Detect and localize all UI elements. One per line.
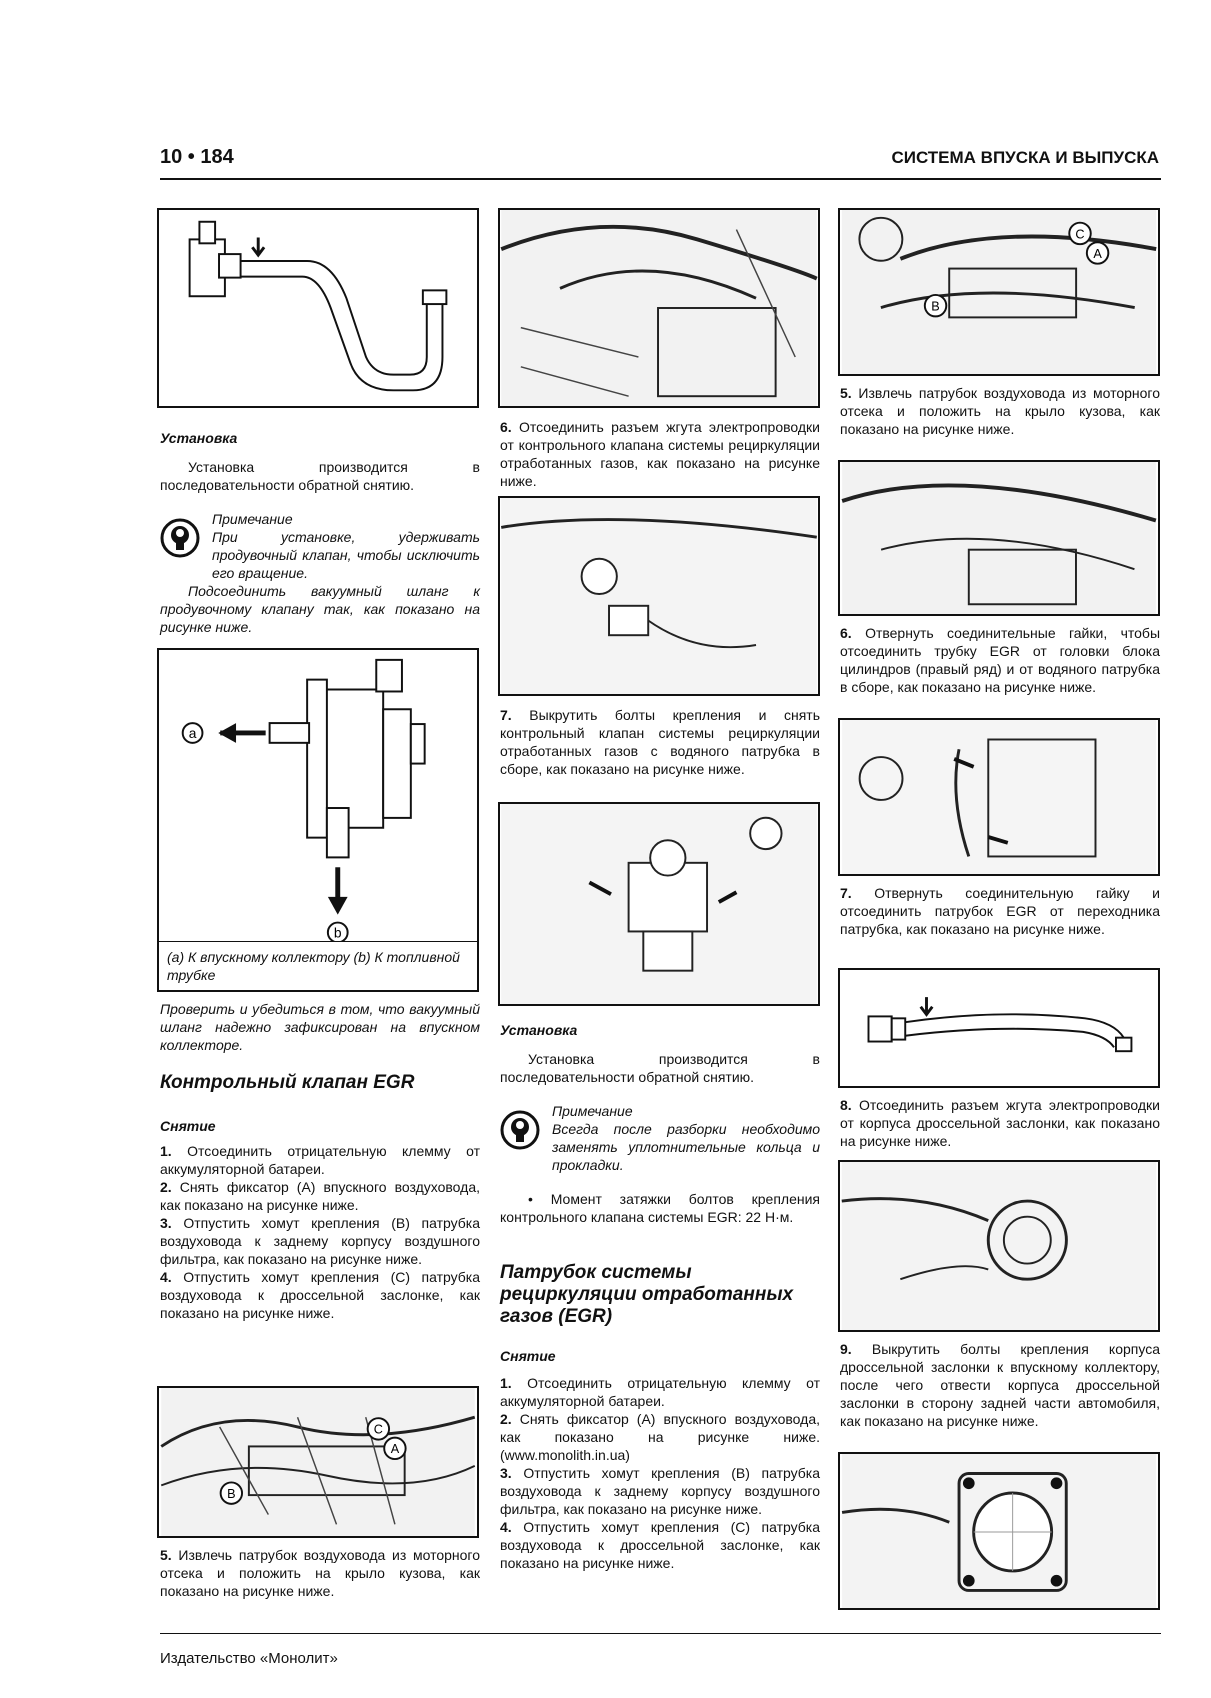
removal-steps: 1. Отсоединить отрицательную клемму от а… [160, 1142, 480, 1322]
header-rule [160, 178, 1161, 180]
label-a: a [189, 725, 197, 741]
removal-heading: Снятие [160, 1118, 216, 1134]
col2-step-3: 3. Отпустить хомут крепления (В) патрубк… [500, 1465, 821, 1517]
torque-spec: • Момент затяжки болтов крепления контро… [500, 1191, 821, 1225]
fig-label-b: B [227, 1487, 235, 1501]
figure-egr-pipe [838, 968, 1160, 1088]
note-text-2: Подсоединить вакуумный шланг к продувочн… [160, 583, 480, 635]
col2-removal-heading: Снятие [500, 1348, 556, 1364]
page-number: 10 • 184 [160, 146, 234, 168]
col2-removal-steps: 1. Отсоединить отрицательную клемму от а… [500, 1374, 820, 1572]
col3-fig-label-b: B [931, 300, 939, 314]
col3-fig-label-a: A [1093, 247, 1102, 261]
figure-throttle-connector [838, 1160, 1160, 1332]
col3-step-6: 6. Отвернуть соединительные гайки, чтобы… [840, 625, 1161, 695]
note-label: Примечание [212, 511, 293, 527]
fig-label-c: C [374, 1423, 383, 1437]
note-text-1: При установке, удерживать продувочный кл… [212, 529, 480, 581]
note-icon-2 [500, 1110, 540, 1150]
col3-fig-label-c: C [1075, 227, 1084, 241]
step-4: 4. Отпустить хомут крепления (С) патрубк… [160, 1269, 481, 1321]
figure-throttle-bolts [838, 1452, 1160, 1610]
install-text: Установка производится в последовательно… [160, 459, 480, 493]
figure-engine-bay-col1: C A B [157, 1386, 479, 1538]
col2-step-7: 7. Выкрутить болты крепления и снять кон… [500, 707, 821, 777]
figure-engine-bay-col3: C A B [838, 208, 1160, 376]
figure-caption: (a) К впускному коллектору (b) К топливн… [159, 941, 477, 990]
col2-install-text: Установка производится в последовательно… [500, 1051, 820, 1085]
col3-step-8: 8. Отсоединить разъем жгута электропрово… [840, 1097, 1160, 1149]
col2-install-heading: Установка [500, 1022, 578, 1038]
figure-purge-valve-hose [157, 208, 479, 408]
egr-pipe-heading: Патрубок системы рециркуляции отработанн… [500, 1262, 794, 1327]
install-heading: Установка [160, 430, 238, 446]
figure-egr-connector-close [498, 496, 820, 696]
check-text: Проверить и убедиться в том, что вакуумн… [160, 1001, 480, 1053]
step-1: 1. Отсоединить отрицательную клемму от а… [160, 1143, 480, 1177]
col3-step-5: 5. Извлечь патрубок воздуховода из мотор… [840, 385, 1160, 437]
col2-note-label: Примечание [552, 1103, 633, 1119]
label-b: b [334, 924, 342, 940]
col2-step-6: 6. Отсоединить разъем жгута электропрово… [500, 419, 820, 489]
figure-purge-valve-ports: a b (a) К впускному коллектору (b) К топ… [157, 648, 479, 992]
section-title: СИСТЕМА ВПУСКА И ВЫПУСКА [891, 148, 1159, 167]
figure-egr-tube-nuts [838, 460, 1160, 616]
publisher: Издательство «Монолит» [160, 1650, 338, 1667]
figure-egr-valve-bolts [498, 802, 820, 1006]
figure-egr-pipe-adapter [838, 718, 1160, 876]
egr-valve-heading: Контрольный клапан EGR [160, 1072, 415, 1093]
col2-step-1: 1. Отсоединить отрицательную клемму от а… [500, 1375, 820, 1409]
step-5: 5. Извлечь патрубок воздуховода из мотор… [160, 1547, 480, 1599]
col2-step-2: 2. Снять фиксатор (А) впускного воздухов… [500, 1411, 820, 1463]
col2-note-text: Всегда после разборки необходимо заменят… [552, 1121, 820, 1173]
col3-step-9: 9. Выкрутить болты крепления корпуса дро… [840, 1341, 1161, 1429]
step-3: 3. Отпустить хомут крепления (В) патрубк… [160, 1215, 481, 1267]
note-icon [160, 518, 200, 558]
footer-rule [160, 1633, 1161, 1634]
figure-egr-connector-bay [498, 208, 820, 408]
fig-label-a: A [391, 1442, 400, 1456]
col2-step-4: 4. Отпустить хомут крепления (С) патрубк… [500, 1519, 821, 1571]
col3-step-7: 7. Отвернуть соединительную гайку и отсо… [840, 885, 1160, 937]
step-2: 2. Снять фиксатор (А) впускного воздухов… [160, 1179, 480, 1213]
